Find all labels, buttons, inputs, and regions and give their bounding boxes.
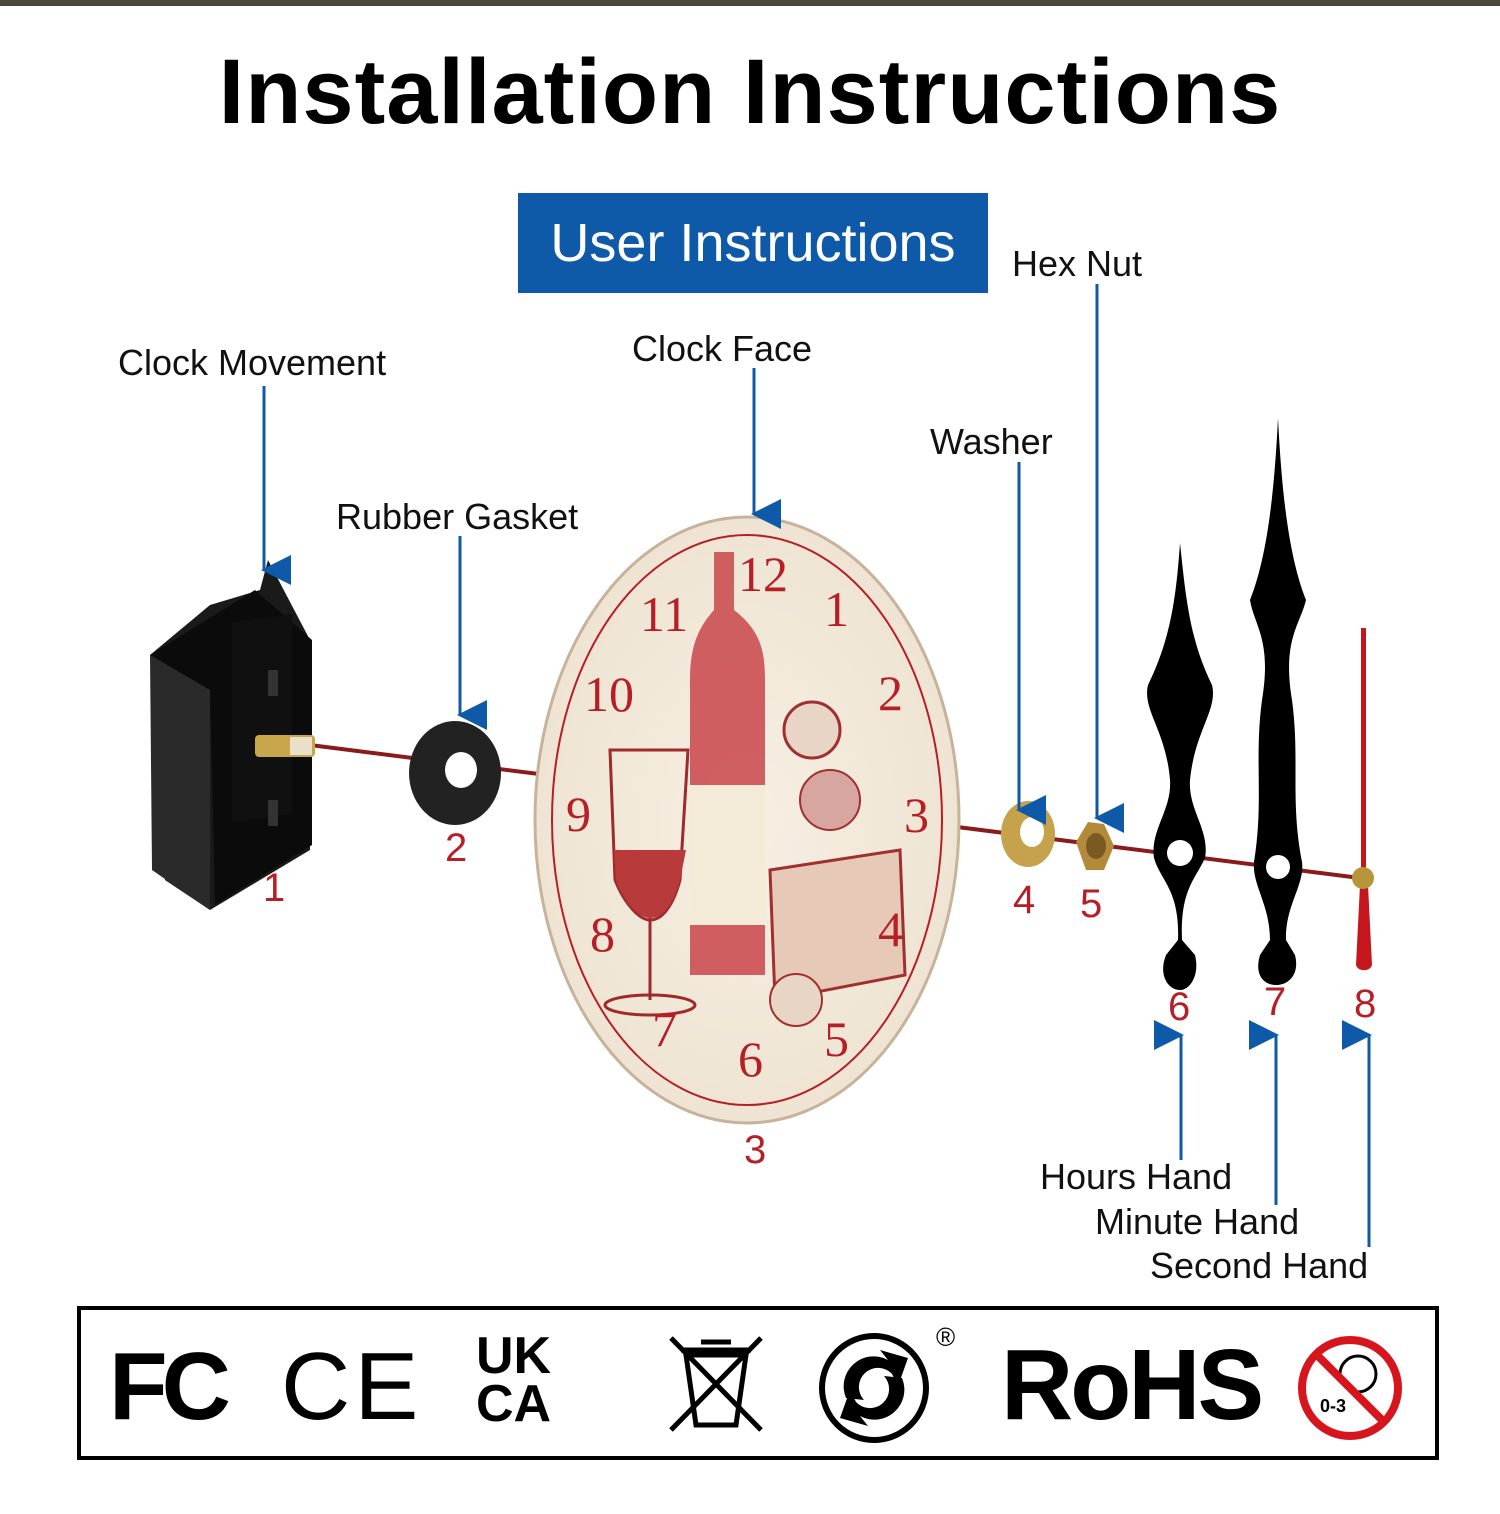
minute-hand-icon [1250, 418, 1306, 985]
clock-numeral-11: 11 [640, 586, 689, 642]
washer-icon [1001, 801, 1055, 867]
subtitle-text: User Instructions [550, 213, 956, 273]
label-washer: Washer [930, 421, 1053, 462]
ukca-bottom: CA [476, 1375, 552, 1433]
clock-face-icon [533, 515, 961, 1125]
label-clock-face: Clock Face [632, 328, 813, 369]
label-second-hand: Second Hand [1150, 1245, 1369, 1286]
weee-bin-icon [669, 1336, 763, 1432]
clock-numeral-10: 10 [584, 666, 634, 722]
clock-numeral-5: 5 [824, 1011, 849, 1067]
leader-arrows [261, 284, 1372, 1247]
rohs-mark: RoHS [1001, 1329, 1264, 1441]
clock-numeral-3: 3 [904, 787, 929, 843]
top-bar [0, 0, 1500, 6]
part-number-2: 2 [445, 826, 468, 870]
clock-numeral-8: 8 [590, 906, 615, 962]
second-hand-icon [1352, 628, 1374, 971]
certification-strip: FC CE UK CA ® RoHS 0-3 [77, 1306, 1439, 1460]
clock-movement-icon [150, 560, 315, 910]
label-hex-nut: Hex Nut [1012, 243, 1143, 284]
part-number-4: 4 [1013, 878, 1036, 922]
clock-numeral-9: 9 [566, 786, 591, 842]
part-number-6: 6 [1168, 985, 1191, 1029]
part-number-3: 3 [744, 1128, 767, 1172]
part-number-8: 8 [1354, 982, 1377, 1026]
ukca-mark: UK CA [476, 1327, 552, 1433]
clock-numeral-7: 7 [652, 1001, 677, 1057]
part-number-5: 5 [1080, 882, 1103, 926]
hex-nut-icon [1076, 822, 1114, 870]
clock-numeral-4: 4 [878, 901, 903, 957]
page-title: Installation Instructions [218, 41, 1282, 143]
part-number-7: 7 [1264, 980, 1287, 1024]
subtitle-banner: User Instructions [518, 193, 988, 293]
rubber-gasket-icon [409, 721, 501, 825]
clock-numeral-12: 12 [738, 546, 788, 602]
part-number-1: 1 [263, 866, 286, 910]
green-dot-icon [819, 1333, 929, 1443]
clock-numeral-1: 1 [824, 581, 849, 637]
fcc-mark: FC [109, 1333, 231, 1440]
registered-mark: ® [936, 1322, 956, 1352]
label-clock-movement: Clock Movement [118, 342, 387, 383]
label-rubber-gasket: Rubber Gasket [336, 496, 579, 537]
age-warning-text: 0-3 [1320, 1396, 1347, 1416]
ukca-top: UK [476, 1327, 552, 1385]
clock-numeral-6: 6 [738, 1031, 763, 1087]
clock-numeral-2: 2 [878, 665, 903, 721]
label-minute-hand: Minute Hand [1095, 1201, 1300, 1242]
ce-mark: CE [281, 1333, 423, 1440]
hours-hand-icon [1147, 543, 1213, 990]
no-children-icon: 0-3 [1296, 1334, 1404, 1442]
label-hours-hand: Hours Hand [1040, 1156, 1233, 1197]
